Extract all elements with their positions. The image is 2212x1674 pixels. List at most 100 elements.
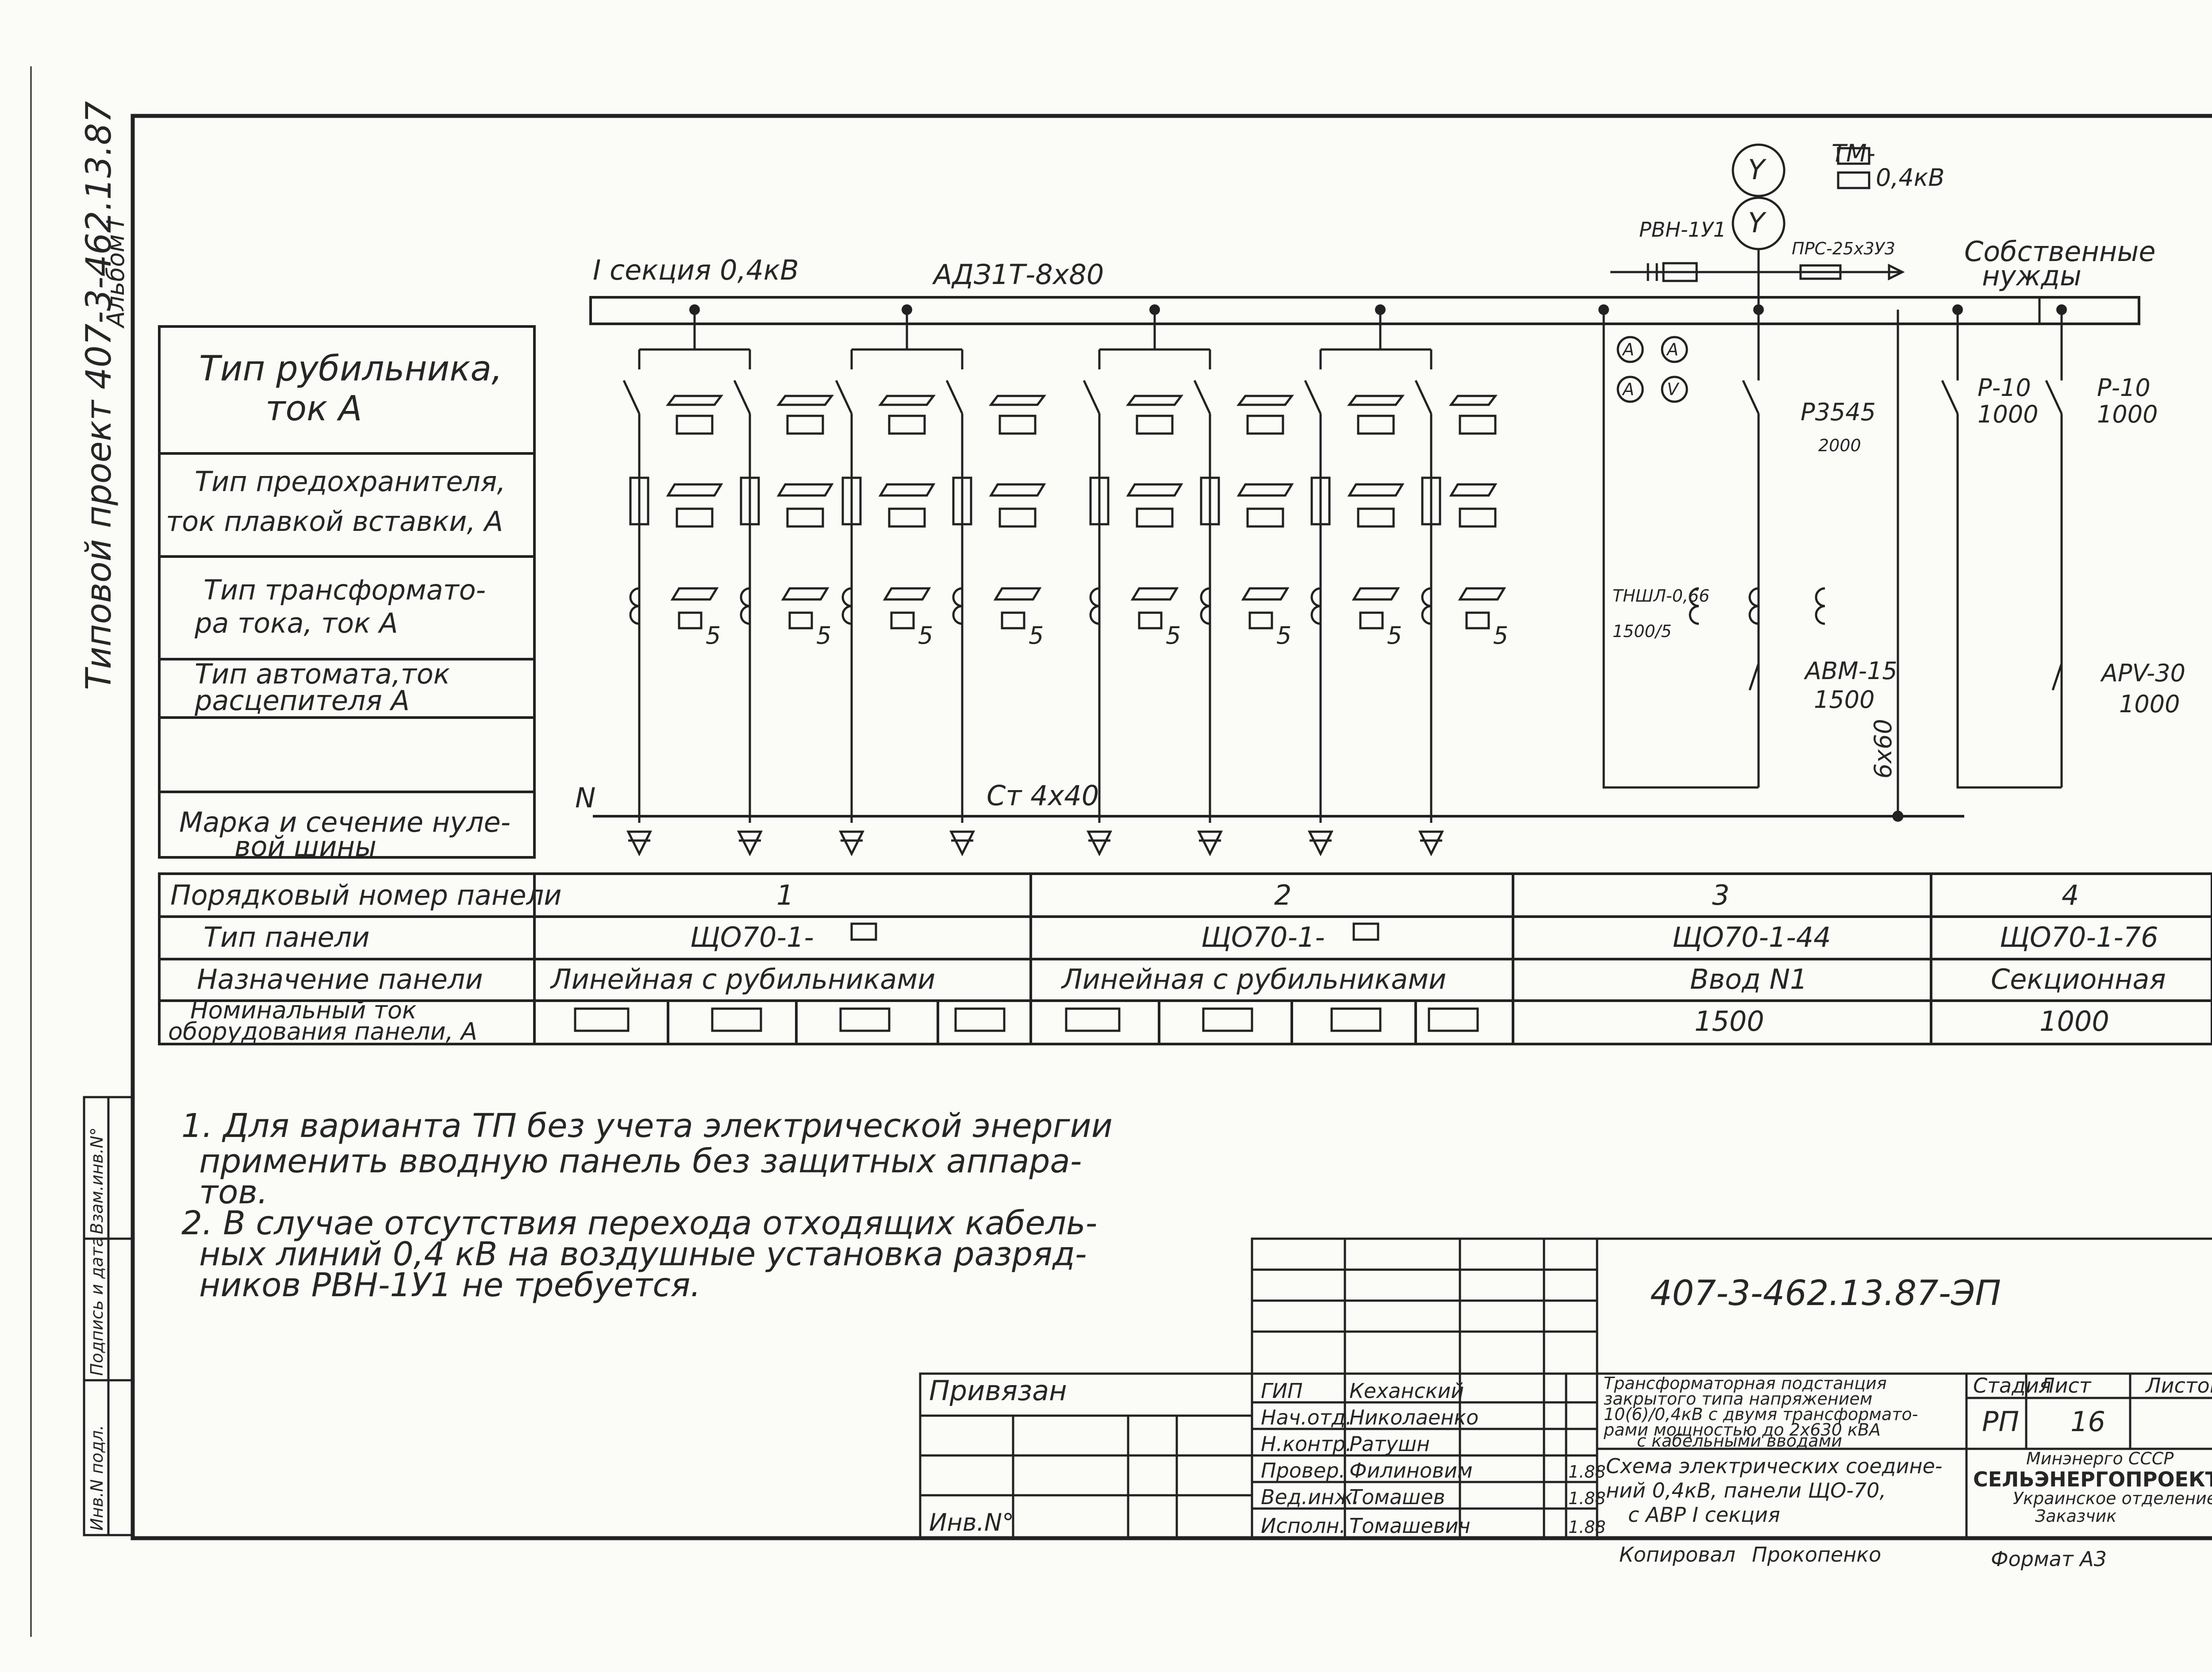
sectional-panel-scheme: [1941, 296, 2140, 789]
svg-text:Заказчик: Заказчик: [2035, 1506, 2116, 1526]
table-type-label: Тип панели: [204, 921, 370, 953]
prs-label: ПРС-25x3У3: [1792, 239, 1895, 258]
svg-text:1.88: 1.88: [1568, 1489, 1606, 1508]
note-1-line-3: тов.: [199, 1173, 268, 1211]
doc-code: 407-3-462.13.87-ЭП: [1650, 1274, 2001, 1313]
title-block-names: Кеханский Николаенко Ратушн Филиновим То…: [1349, 1379, 1479, 1538]
panel-2-number: 2: [1274, 879, 1291, 911]
neutral-bus-label: Ст 4x40: [987, 779, 1099, 812]
svg-text:Взам.инв.N°: Взам.инв.N°: [87, 1127, 107, 1234]
svg-text:Провер.: Провер.: [1261, 1459, 1345, 1482]
transformer-scheme: [1610, 143, 1905, 310]
tm-label: ТМ-: [1832, 139, 1875, 167]
bar-label: 6x60: [1869, 719, 1897, 779]
ct-ratio-3: 5: [918, 622, 933, 649]
svg-text:Исполн.: Исполн.: [1261, 1514, 1346, 1538]
note-1-line-2: применить вводную панель без защитных ап…: [199, 1142, 1082, 1180]
panel-1-number: 1: [776, 879, 794, 911]
input-panel-scheme: [1602, 310, 1904, 822]
svg-text:с кабельными вводами: с кабельными вводами: [1637, 1431, 1842, 1451]
ammeter-1: А: [1621, 340, 1634, 359]
row-switch-label-1: Тип рубильника,: [199, 349, 503, 389]
svg-text:Нач.отд.: Нач.отд.: [1261, 1405, 1352, 1429]
ct-ratio-7: 5: [1387, 622, 1402, 649]
svg-text:с АВР I секция: с АВР I секция: [1628, 1503, 1780, 1527]
title-block-roles: ГИП Нач.отд. Н.контр. Провер. Вед.инж. И…: [1261, 1379, 1359, 1538]
sheet-title: Схема электрических соедине- ний 0,4кВ, …: [1606, 1454, 1942, 1527]
panel-4-type: ЩО70-1-76: [2000, 921, 2158, 953]
row-ct-label-1: Тип трансформато-: [204, 574, 486, 606]
organization: Минэнерго СССР СЕЛЬЭНЕРГОПРОЕКТ Украинск…: [1973, 1449, 2212, 1526]
copied-label: Копировал: [1619, 1543, 1736, 1566]
feeder-lines: [593, 310, 1964, 823]
row-ct-label-2: ра тока, ток А: [194, 607, 398, 639]
panel-2-purpose: Линейная с рубильниками: [1061, 963, 1446, 995]
left-stamp-sign: Подпись и дата: [87, 1236, 107, 1376]
panel-3-current: 1500: [1694, 1005, 1764, 1037]
voltmeter: V: [1667, 380, 1680, 399]
bus-mark-label: АДЗ1Т-8x80: [932, 258, 1104, 291]
stage-value: РП: [1982, 1405, 2019, 1438]
note-1-line-1: 1. Для варианта ТП без учета электрическ…: [181, 1107, 1113, 1145]
apv-rating: 1000: [2119, 690, 2180, 718]
svg-text:Филиновим: Филиновим: [1349, 1459, 1473, 1482]
table-current-label-1: Номинальный ток: [190, 996, 417, 1024]
panel-3-type: ЩО70-1-44: [1672, 921, 1831, 953]
sheets-header: Листов: [2145, 1374, 2212, 1398]
svg-text:Подпись и дата: Подпись и дата: [87, 1236, 107, 1376]
tm-voltage: 0,4кВ: [1876, 164, 1945, 192]
panel-3-number: 3: [1712, 879, 1729, 911]
svg-text:1.88: 1.88: [1568, 1517, 1606, 1537]
svg-text:ГИП: ГИП: [1261, 1379, 1303, 1403]
p10-2-rating: 1000: [2097, 400, 2158, 428]
transformer-y-1: Y: [1748, 154, 1767, 186]
table-order-label: Порядковый номер панели: [170, 879, 562, 911]
side-project-label: Типовой проект 407-3-462.13.87: [79, 101, 119, 690]
privyazan: Привязан: [929, 1375, 1067, 1407]
row-label-table: [158, 325, 536, 859]
svg-text:Минэнерго СССР: Минэнерго СССР: [2026, 1449, 2174, 1468]
panel-table: [158, 872, 2212, 1045]
svg-text:Трансформаторная подстанция: Трансформаторная подстанция: [1604, 1374, 1887, 1393]
ct-ratio-5: 5: [1166, 622, 1181, 649]
row-neutral-label-2: вой шины: [234, 830, 376, 863]
left-stamp: [83, 1096, 134, 1536]
table-purpose-label: Назначение панели: [197, 963, 483, 995]
table-current-label-2: оборудования панели, А: [168, 1017, 477, 1045]
svg-text:Кеханский: Кеханский: [1349, 1379, 1464, 1403]
svg-text:Вед.инж.: Вед.инж.: [1261, 1485, 1359, 1509]
svg-text:1.88: 1.88: [1568, 1462, 1606, 1482]
row-auto-label-1: Тип автомата,ток: [195, 658, 450, 690]
format-label: Формат А3: [1991, 1547, 2107, 1571]
feeder-elements: 5 5 5 5 5 5 5 5: [626, 395, 1508, 856]
left-stamp-inv: Инв.N подл.: [87, 1425, 107, 1531]
main-bus: [589, 296, 2140, 325]
panel-1-purpose: Линейная с рубильниками: [550, 963, 935, 995]
copier-name: Прокопенко: [1752, 1543, 1881, 1566]
rubilnik-type: Р3545: [1801, 398, 1876, 426]
panel-2-type: ЩО70-1-: [1201, 921, 1325, 953]
neutral-n-label: N: [575, 782, 595, 814]
title-block-dates: 1.88 1.88 1.88: [1568, 1462, 1606, 1537]
panel-4-purpose: Секционная: [1991, 963, 2166, 995]
p10-2-type: Р-10: [2097, 374, 2151, 402]
svg-text:Альбом I: Альбом I: [102, 220, 130, 329]
tshl-ratio: 1500/5: [1613, 622, 1672, 641]
panel-4-current: 1000: [2039, 1005, 2109, 1037]
title-block: [919, 1237, 2212, 1540]
svg-text:Украинское отделение: Украинское отделение: [2013, 1489, 2212, 1508]
object-title: Трансформаторная подстанция закрытого ти…: [1603, 1374, 1918, 1451]
svg-text:ний 0,4кВ, панели ЩО-70,: ний 0,4кВ, панели ЩО-70,: [1606, 1478, 1886, 1502]
panel-1-type: ЩО70-1-: [690, 921, 814, 953]
ct-ratio-1: 5: [706, 622, 721, 649]
note-2-line-3: ников РВН-1У1 не требуется.: [199, 1266, 701, 1304]
tshl-type: ТНШЛ-0,66: [1613, 586, 1709, 606]
panel-4-number: 4: [2062, 879, 2079, 911]
inv-no: Инв.N°: [929, 1509, 1014, 1536]
row-fuse-label-2: ток плавкой вставки, А: [166, 505, 503, 538]
svg-text:Ратушн: Ратушн: [1349, 1432, 1430, 1456]
rubilnik-rating: 2000: [1818, 436, 1861, 455]
ct-ratio-8: 5: [1493, 622, 1508, 649]
ammeter-2: А: [1666, 340, 1678, 359]
own-needs-2: нужды: [1982, 260, 2081, 292]
